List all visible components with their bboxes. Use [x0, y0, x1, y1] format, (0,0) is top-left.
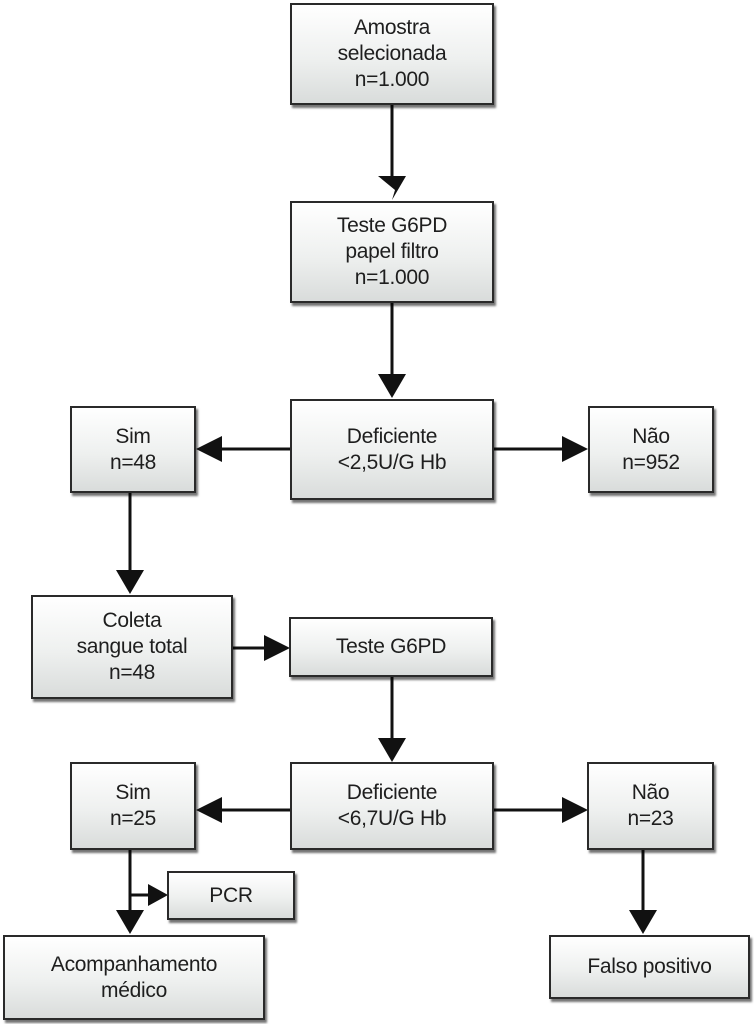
node-no1: Não n=952	[588, 406, 714, 493]
node-no1-line-1: Não	[632, 424, 670, 448]
node-no2-line-1: Não	[631, 781, 670, 804]
node-pcr-line-1: PCR	[209, 883, 253, 907]
node-collection-line-3: n=48	[108, 661, 156, 684]
node-deficient1-line-1: Deficiente	[346, 424, 438, 448]
node-sample-line-2: selecionada	[337, 42, 447, 65]
node-sample-line-3: n=1.000	[354, 68, 430, 91]
arrowhead-icon	[562, 797, 588, 823]
node-yes2: Sim n=25	[70, 762, 196, 850]
node-test2: Teste G6PD	[289, 617, 493, 677]
node-test1-line-2: papel filtro	[345, 240, 439, 263]
node-no2: Não n=23	[587, 762, 714, 850]
arrowhead-icon	[196, 436, 222, 462]
node-test1-line-1: Teste G6PD	[336, 214, 448, 237]
node-sample: Amostra selecionada n=1.000	[290, 3, 494, 105]
node-yes1-line-2: n=48	[109, 450, 157, 474]
node-deficient2-line-1: Deficiente	[346, 781, 438, 804]
node-followup: Acompanhamento médico	[3, 935, 265, 1020]
node-deficient2: Deficiente <6,7U/G Hb	[290, 762, 494, 850]
node-yes2-line-2: n=25	[109, 807, 157, 830]
node-falsepos-line-1: Falso positivo	[587, 955, 712, 978]
arrowhead-icon	[629, 910, 657, 934]
arrowhead-icon	[116, 910, 144, 934]
arrowhead-icon	[264, 635, 290, 661]
node-no2-line-2: n=23	[627, 807, 674, 830]
node-yes1-line-1: Sim	[115, 424, 151, 448]
node-collection-line-2: sangue total	[76, 635, 188, 658]
node-deficient2-line-2: <6,7U/G Hb	[337, 807, 447, 830]
arrowhead-icon	[116, 570, 144, 594]
node-pcr: PCR	[167, 871, 295, 920]
node-no1-line-2: n=952	[622, 450, 680, 474]
node-followup-line-1: Acompanhamento	[50, 952, 218, 976]
arrowhead-icon	[378, 738, 406, 762]
arrowhead-icon	[148, 884, 168, 906]
node-test1-line-3: n=1.000	[354, 266, 430, 289]
node-falsepos: Falso positivo	[549, 935, 750, 999]
node-test2-line-1: Teste G6PD	[335, 635, 447, 658]
node-deficient1: Deficiente <2,5U/G Hb	[290, 399, 494, 500]
node-collection-line-1: Coleta	[102, 609, 162, 632]
arrowhead-icon	[378, 374, 406, 398]
node-test1: Teste G6PD papel filtro n=1.000	[290, 201, 494, 303]
arrowhead-icon	[562, 436, 588, 462]
arrowhead-icon	[196, 797, 222, 823]
node-yes1: Sim n=48	[70, 406, 196, 493]
node-followup-line-2: médico	[101, 978, 167, 1002]
node-sample-line-1: Amostra	[353, 16, 431, 39]
arrowhead-icon	[378, 176, 406, 200]
node-yes2-line-1: Sim	[115, 781, 151, 804]
node-deficient1-line-2: <2,5U/G Hb	[337, 450, 447, 474]
node-collection: Coleta sangue total n=48	[31, 595, 233, 699]
